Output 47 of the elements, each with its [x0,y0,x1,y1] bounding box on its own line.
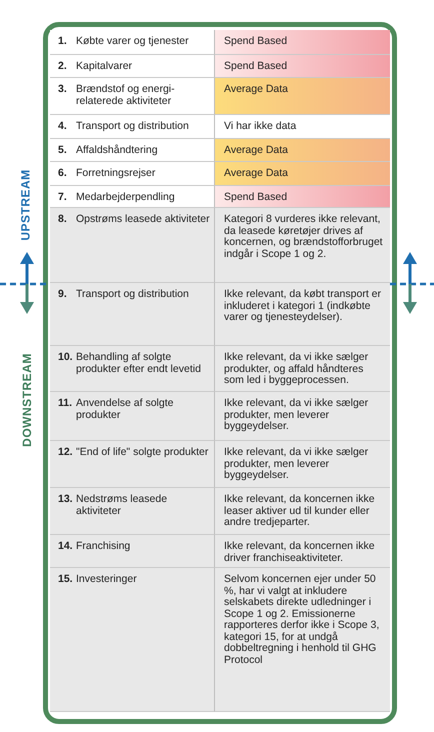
row-number: 11. [58,398,72,410]
explanation-cell: Ikke relevant, da vi ikke sælger produkter, men leverer byggeydelser. [214,441,390,488]
category-label: Kapitalvarer [76,61,134,72]
method-cell: Spend Based [214,186,390,208]
row-number: 13. [58,494,73,506]
category-label: Transport og distribution [76,121,190,132]
explanation-cell: Kategori 8 vurderes ikke relevant, da leasede køretøjer drives af koncernen, og brændstofforbruget indgår i Scope 1 og 2. [214,208,390,283]
explanation-cell: Ikke relevant, da koncernen ikke leaser aktiver ud til kunder eller andre tredjeparter. [214,488,390,535]
section-label: DOWNSTREAM [20,353,34,447]
row-number: 1. [58,36,67,48]
row-number: 5. [58,145,67,156]
category-label: Investeringer [76,574,138,586]
method-cell: Spend Based [214,55,390,78]
category-label: "End of life" solgte produkter [76,447,210,458]
explanation-cell: Ikke relevant, da købt transport er inkluderet i kategori 1 (indkøbte varer og tjenesteydelser). [214,283,390,346]
row-number: 12. [58,447,73,458]
row-number: 6. [58,168,67,180]
category-label: Transport og distribution [76,289,190,300]
category-label: Behandling af solgte produkter efter endt levetid [76,352,202,375]
category-label: Franchising [76,541,132,552]
section-label: UPSTREAM [18,169,32,241]
explanation-cell: Ikke relevant, da vi ikke sælger produkter, og affald håndteres som led i byggeprocessen. [214,346,390,392]
method-cell: Average Data [214,78,390,115]
category-label: Forretningsrejser [76,168,156,180]
method-cell: Average Data [214,139,390,162]
row-number: 4. [58,121,67,132]
category-label: Købte varer og tjenester [76,36,190,48]
row-number: 2. [58,61,67,72]
row-number: 15. [58,574,73,586]
row-number: 3. [58,84,67,96]
row-number: 10. [58,352,73,364]
method-cell: Spend Based [214,30,390,55]
method-cell: Vi har ikke data [214,115,390,139]
explanation-cell: Ikke relevant, da koncernen ikke driver franchiseaktiviteter. [214,535,390,568]
category-label: Opstrøms leasede aktiviteter [76,214,211,226]
row-number: 9. [58,289,67,300]
row-number: 7. [58,192,67,204]
explanation-cell: Ikke relevant, da vi ikke sælger produkter, men leverer byggeydelser. [214,392,390,441]
row-number: 8. [58,214,67,226]
category-label: Affaldshåndtering [76,145,159,156]
method-cell: Average Data [214,162,390,186]
category-label: Anvendelse af solgte produkter [76,398,174,421]
category-label: Nedstrøms leasede aktiviteter [76,494,168,517]
row-number: 14. [58,541,73,552]
category-label: Brændstof og energi-relaterede aktiviteter [76,84,176,107]
category-label: Medarbejderpendling [76,192,176,204]
explanation-cell: Selvom koncernen ejer under 50 %, har vi valgt at inkludere selskabets direkte udledninger i Scope 1 og 2. Emissionerne rapporteres derfor ikke i Scope 3, kategori 15, for at undgå dobbeltregning i henhold til GHG Protocol [214,568,390,712]
